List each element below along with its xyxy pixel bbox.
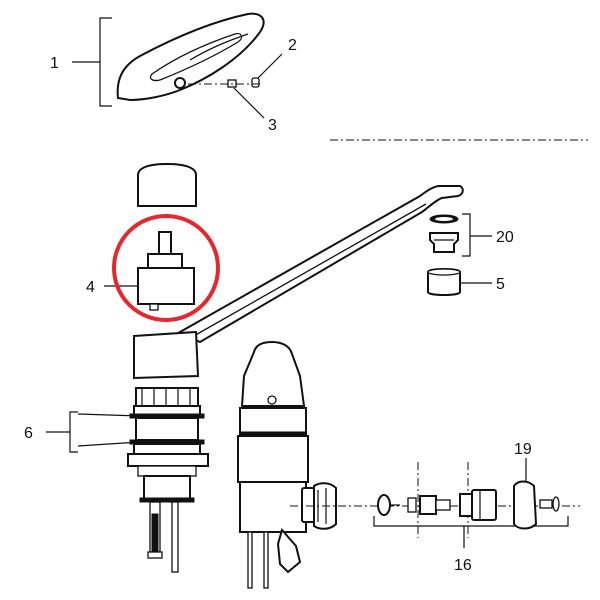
part-screw-cap	[251, 53, 283, 88]
part-knob	[513, 458, 560, 530]
callout-5: 5	[496, 276, 505, 293]
part-valve-knob	[301, 482, 337, 530]
highlight-circle	[112, 214, 220, 322]
part-bracket-6	[46, 411, 141, 453]
part-cartridge	[104, 231, 195, 311]
part-bracket-16	[373, 516, 569, 548]
part-faucet-base	[127, 387, 209, 573]
callout-6: 6	[24, 425, 33, 442]
part-valve-body	[237, 340, 309, 589]
part-spout-collar	[133, 330, 200, 380]
callout-4: 4	[86, 279, 95, 296]
callout-2: 2	[288, 37, 297, 54]
part-spout	[177, 185, 464, 344]
callout-19: 19	[514, 441, 532, 458]
callout-20: 20	[496, 229, 514, 246]
part-valve-assembly	[377, 462, 497, 538]
part-lever-handle	[116, 12, 265, 102]
callout-1: 1	[50, 55, 59, 72]
part-cover-cap	[137, 162, 197, 207]
part-bracket-1	[72, 17, 112, 107]
callout-3: 3	[268, 117, 277, 134]
callout-16: 16	[454, 557, 472, 574]
part-bracket-20	[462, 213, 492, 257]
part-aerator-insert	[429, 232, 459, 253]
part-aerator	[427, 268, 492, 296]
part-aerator-ring	[429, 214, 459, 224]
